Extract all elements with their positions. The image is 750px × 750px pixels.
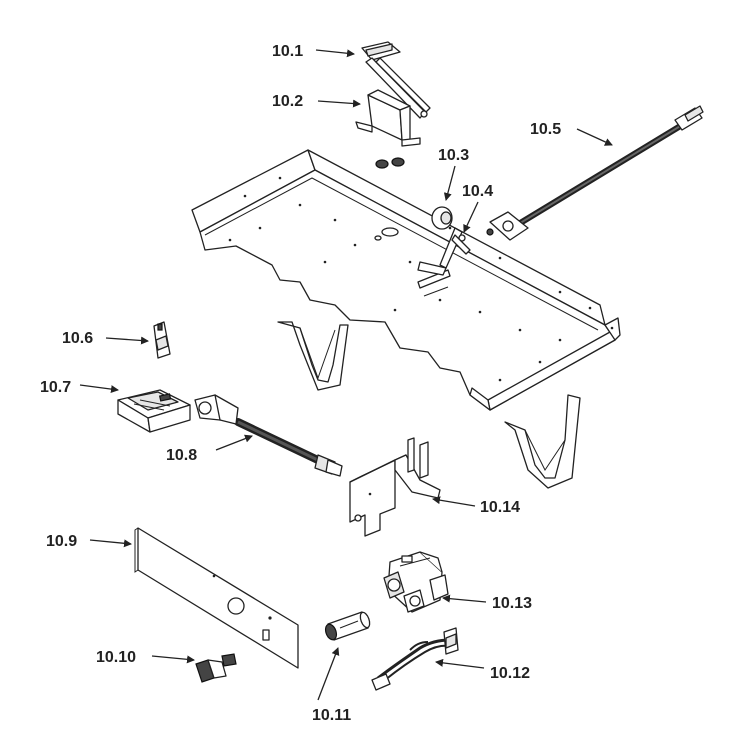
part-gas-valve [383,551,449,613]
part-igniter [324,611,371,641]
callout-10-10: 10.10 [96,649,195,666]
part-flex-hose-long [486,105,704,241]
part-knob [431,206,453,230]
tray-leg-right [504,394,581,489]
part-label-10-9: 10.9 [46,533,77,550]
callout-10-9: 10.9 [46,533,132,550]
part-small-switch [153,321,171,359]
part-bracket-assembly [361,41,431,119]
part-label-10-1: 10.1 [272,43,303,60]
callout-10-2: 10.2 [272,93,361,110]
callout-10-4: 10.4 [462,183,493,233]
callout-10-6: 10.6 [62,330,149,347]
part-label-10-2: 10.2 [272,93,303,110]
callout-10-12: 10.12 [435,658,530,682]
part-label-10-6: 10.6 [62,330,93,347]
part-label-10-4: 10.4 [462,183,493,200]
part-label-10-12: 10.12 [490,665,530,682]
part-front-panel [134,527,299,669]
part-label-10-8: 10.8 [166,447,197,464]
part-label-10-14: 10.14 [480,499,520,516]
part-control-module [117,389,191,433]
part-lever-rod [417,227,471,276]
callout-10-1: 10.1 [272,43,355,60]
callout-10-8: 10.8 [166,434,253,464]
part-valve-bracket [349,437,441,537]
part-label-10-10: 10.10 [96,649,136,666]
part-mounting-bracket [355,89,421,147]
part-label-10-7: 10.7 [40,379,71,396]
callout-10-13: 10.13 [442,594,532,612]
part-label-10-11: 10.11 [312,707,351,724]
callout-10-3: 10.3 [438,147,469,201]
callout-10-11: 10.11 [312,647,351,724]
grommets [375,157,405,169]
part-flex-hose-short [194,394,343,477]
callout-10-5: 10.5 [530,121,613,146]
part-label-10-3: 10.3 [438,147,469,164]
callout-10-7: 10.7 [40,379,119,396]
part-label-10-13: 10.13 [492,595,532,612]
tray-leg-left [277,321,349,391]
part-label-10-5: 10.5 [530,121,561,138]
part-wire-harness [371,627,459,691]
main-tray [191,149,621,411]
part-rocker-switch [195,653,237,683]
callout-10-14: 10.14 [432,496,520,516]
